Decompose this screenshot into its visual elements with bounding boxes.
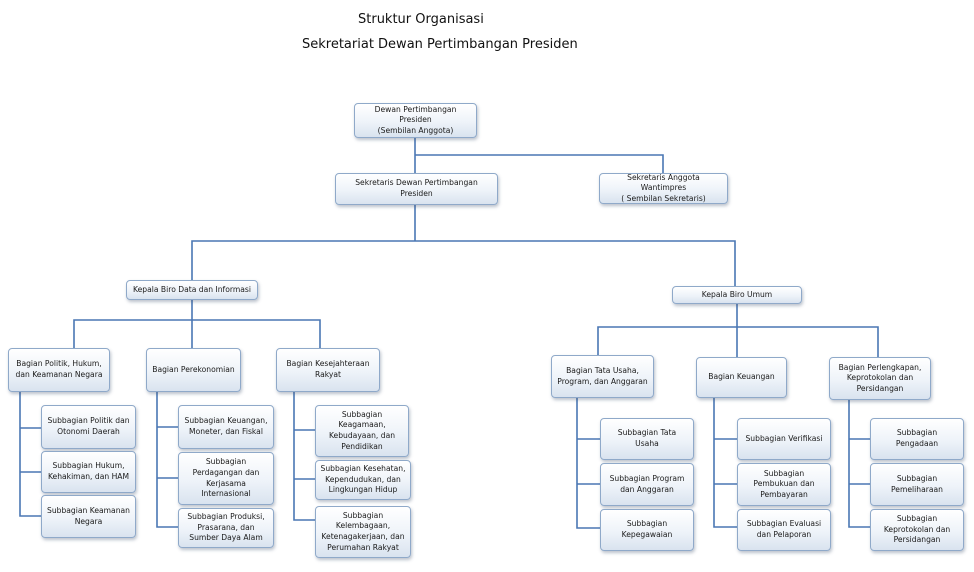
node-sub-kepegawaian: Subbagian Kepegawaian bbox=[600, 509, 694, 551]
chart-title: Struktur Organisasi bbox=[358, 12, 484, 27]
node-label: Bagian Perekonomian bbox=[152, 364, 235, 374]
connector bbox=[156, 392, 178, 528]
node-label: Subbagian Kesehatan, Kependudukan, dan L… bbox=[320, 464, 406, 495]
node-label: Subbagian Evaluasi dan Pelaporan bbox=[746, 519, 822, 539]
node-sub-produksi: Subbagian Produksi, Prasarana, dan Sumbe… bbox=[178, 508, 274, 548]
node-label: Subbagian Pembukuan dan Pembayaran bbox=[753, 468, 815, 499]
node-sub-verifikasi: Subbagian Verifikasi bbox=[737, 418, 831, 460]
node-label: Dewan Pertimbangan Presiden (Sembilan An… bbox=[374, 104, 457, 135]
connector bbox=[191, 240, 736, 286]
node-label: Bagian Kesejahteraan Rakyat bbox=[286, 359, 370, 379]
node-sub-evaluasi: Subbagian Evaluasi dan Pelaporan bbox=[737, 509, 831, 551]
node-bagian-politik: Bagian Politik, Hukum, dan Keamanan Nega… bbox=[8, 348, 110, 392]
node-bagian-tata-usaha: Bagian Tata Usaha, Program, dan Anggaran bbox=[551, 355, 654, 398]
connector bbox=[293, 392, 315, 521]
connector bbox=[73, 319, 321, 348]
connector bbox=[848, 400, 870, 528]
node-sub-perdagangan: Subbagian Perdagangan dan Kerjasama Inte… bbox=[178, 452, 274, 505]
node-label: Subbagian Kepegawaian bbox=[621, 519, 673, 539]
connector bbox=[576, 398, 600, 529]
connector bbox=[415, 154, 664, 173]
node-sub-pengadaan: Subbagian Pengadaan bbox=[870, 418, 964, 460]
node-label: Subbagian Keuangan, Moneter, dan Fiskal bbox=[184, 416, 268, 436]
node-label: Bagian Perlengkapan, Keprotokolan dan Pe… bbox=[838, 362, 922, 393]
node-sub-politik-otonomi: Subbagian Politik dan Otonomi Daerah bbox=[41, 405, 136, 449]
node-label: Subbagian Produksi, Prasarana, dan Sumbe… bbox=[187, 512, 265, 543]
node-label: Subbagian Pemeliharaan bbox=[891, 473, 943, 494]
node-label: Subbagian Keagamaan, Kebudayaan, dan Pen… bbox=[328, 409, 396, 451]
node-sub-pembukuan: Subbagian Pembukuan dan Pembayaran bbox=[737, 463, 831, 506]
node-label: Bagian Politik, Hukum, dan Keamanan Nega… bbox=[15, 359, 103, 379]
chart-subtitle: Sekretariat Dewan Pertimbangan Presiden bbox=[302, 37, 578, 52]
node-label: Subbagian Kelembagaan, Ketenagakerjaan, … bbox=[321, 510, 405, 552]
node-sub-kelembagaan: Subbagian Kelembagaan, Ketenagakerjaan, … bbox=[315, 506, 411, 558]
node-label: Bagian Keuangan bbox=[708, 372, 775, 382]
node-biro-umum: Kepala Biro Umum bbox=[672, 286, 802, 304]
node-label: Subbagian Keamanan Negara bbox=[47, 505, 130, 526]
node-label: Subbagian Program dan Anggaran bbox=[609, 473, 685, 494]
node-bagian-kesejahteraan: Bagian Kesejahteraan Rakyat bbox=[276, 348, 380, 392]
connector bbox=[19, 392, 41, 517]
node-label: Sekretaris Dewan Pertimbangan Presiden bbox=[355, 178, 478, 198]
node-sub-program: Subbagian Program dan Anggaran bbox=[600, 463, 694, 506]
node-label: Subbagian Hukum, Kehakiman, dan HAM bbox=[47, 461, 130, 481]
connector bbox=[713, 398, 737, 528]
node-label: Kepala Biro Umum bbox=[701, 289, 773, 299]
node-sub-keprotokolan: Subbagian Keprotokolan dan Persidangan bbox=[870, 509, 964, 551]
node-label: Subbagian Perdagangan dan Kerjasama Inte… bbox=[192, 457, 260, 499]
node-bagian-keuangan: Bagian Keuangan bbox=[696, 357, 787, 398]
node-sub-keamanan: Subbagian Keamanan Negara bbox=[41, 495, 136, 538]
connector bbox=[597, 326, 879, 357]
node-label: Sekretaris Anggota Wantimpres ( Sembilan… bbox=[621, 172, 706, 203]
node-sekretaris-dpp: Sekretaris Dewan Pertimbangan Presiden bbox=[335, 173, 498, 205]
node-sub-keuangan-moneter: Subbagian Keuangan, Moneter, dan Fiskal bbox=[178, 405, 274, 449]
node-label: Subbagian Tata Usaha bbox=[617, 428, 677, 448]
node-dewan-pertimbangan-presiden: Dewan Pertimbangan Presiden (Sembilan An… bbox=[354, 103, 477, 138]
node-label: Bagian Tata Usaha, Program, dan Anggaran bbox=[557, 365, 648, 386]
node-bagian-perlengkapan: Bagian Perlengkapan, Keprotokolan dan Pe… bbox=[829, 357, 931, 400]
node-sub-hukum: Subbagian Hukum, Kehakiman, dan HAM bbox=[41, 451, 136, 493]
node-sub-keagamaan: Subbagian Keagamaan, Kebudayaan, dan Pen… bbox=[315, 405, 409, 457]
node-sekretaris-anggota: Sekretaris Anggota Wantimpres ( Sembilan… bbox=[599, 173, 728, 204]
node-label: Subbagian Keprotokolan dan Persidangan bbox=[883, 514, 951, 545]
node-bagian-perekonomian: Bagian Perekonomian bbox=[146, 348, 241, 392]
node-label: Kepala Biro Data dan Informasi bbox=[133, 284, 251, 294]
node-label: Subbagian Politik dan Otonomi Daerah bbox=[47, 416, 130, 436]
node-label: Subbagian Verifikasi bbox=[745, 433, 823, 443]
node-sub-pemeliharaan: Subbagian Pemeliharaan bbox=[870, 463, 964, 506]
node-biro-data-informasi: Kepala Biro Data dan Informasi bbox=[126, 280, 258, 300]
node-sub-kesehatan: Subbagian Kesehatan, Kependudukan, dan L… bbox=[315, 460, 411, 500]
node-label: Subbagian Pengadaan bbox=[895, 428, 939, 448]
node-sub-tata-usaha: Subbagian Tata Usaha bbox=[600, 418, 694, 460]
